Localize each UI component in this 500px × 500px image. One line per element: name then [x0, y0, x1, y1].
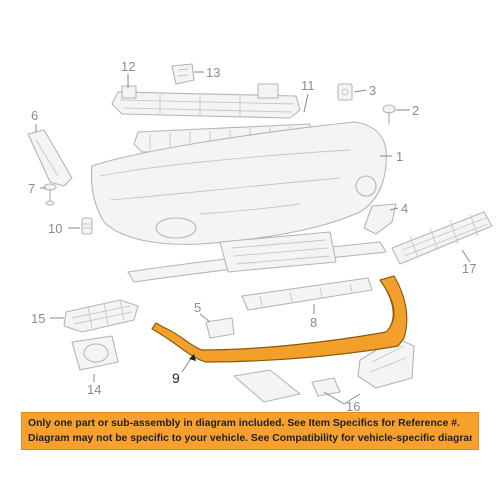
callout-1: 1	[396, 149, 403, 164]
callout-4: 4	[401, 201, 408, 216]
callout-16: 16	[346, 399, 360, 414]
callout-3: 3	[369, 83, 376, 98]
notice-line-2: Diagram may not be specific to your vehi…	[28, 433, 472, 444]
callout-17: 17	[462, 261, 476, 276]
part-2-screw	[382, 104, 396, 125]
callout-11: 11	[301, 78, 315, 93]
part-8-lower-absorber	[241, 277, 373, 311]
lower-grille-section	[127, 231, 387, 283]
callout-12: 12	[121, 59, 135, 74]
callout-5: 5	[194, 300, 201, 315]
leader-lines	[35, 71, 471, 405]
part-13-bracket	[171, 63, 195, 85]
part-1-bumper-fascia	[90, 121, 387, 245]
callout-9: 9	[172, 370, 180, 386]
part-15-side-grille	[63, 299, 139, 333]
callout-7: 7	[28, 181, 35, 196]
part-12-reinforcement-beam	[111, 83, 301, 119]
part-9-highlighted	[151, 275, 408, 363]
callout-13: 13	[206, 65, 220, 80]
disclaimer-notice: Only one part or sub-assembly in diagram…	[21, 412, 479, 450]
callout-8: 8	[310, 315, 317, 330]
part-14-fog-lamp-bezel	[71, 335, 119, 371]
part-17-grille-insert	[391, 211, 493, 265]
callout-10: 10	[48, 221, 62, 236]
callout-15: 15	[31, 311, 45, 326]
callout-14: 14	[87, 382, 101, 397]
part-3-clip	[337, 83, 353, 101]
part-7-push-pin	[43, 183, 57, 206]
part-6-side-bracket	[27, 129, 73, 187]
callout-2: 2	[412, 103, 419, 118]
callout-6: 6	[31, 108, 38, 123]
part-16-splash-shields	[233, 337, 415, 403]
part-5-bracket	[205, 317, 235, 339]
part-10-fastener	[81, 217, 93, 235]
part-4-lower-trim	[363, 203, 397, 235]
notice-line-1: Only one part or sub-assembly in diagram…	[28, 418, 460, 429]
